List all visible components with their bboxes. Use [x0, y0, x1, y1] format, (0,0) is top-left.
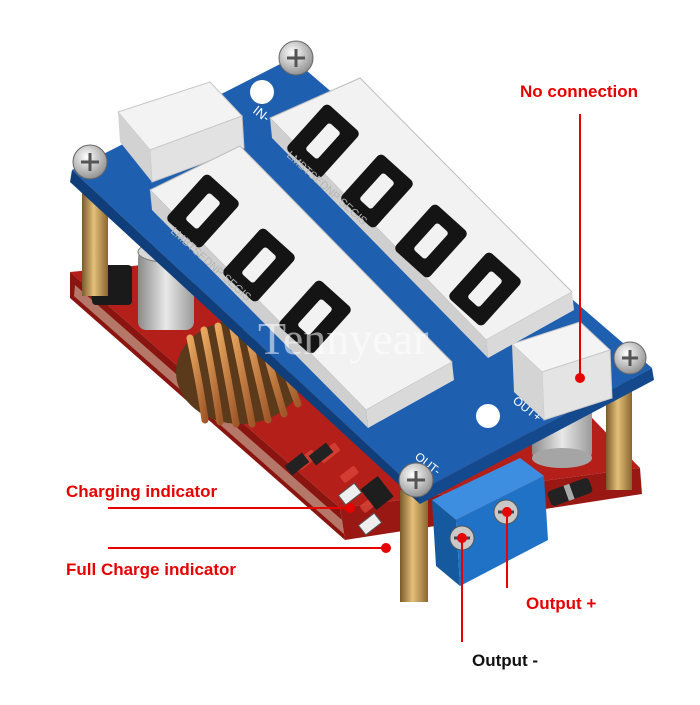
full-charge-indicator-label: Full Charge indicator	[66, 560, 237, 579]
input-connector	[117, 81, 245, 183]
unused-connector	[511, 321, 613, 421]
smd-components	[284, 442, 394, 536]
mounting-hole	[476, 404, 500, 428]
callout-dots	[345, 373, 585, 553]
led-display-left: LMBTSEDNP SEGIS	[149, 145, 454, 428]
watermark-text: Tennyear	[258, 313, 428, 364]
no-connection-label: No connection	[520, 82, 639, 101]
output-minus-label: Output -	[472, 651, 539, 670]
callout-lines	[108, 114, 581, 642]
led-display-right: LMBTSEDNP SEGIS	[269, 77, 574, 358]
charging-indicator-label: Charging indicator	[66, 482, 218, 501]
mounting-hole	[250, 80, 274, 104]
screws	[72, 40, 647, 498]
output-plus-label: Output +	[526, 594, 597, 613]
diode	[547, 478, 593, 506]
